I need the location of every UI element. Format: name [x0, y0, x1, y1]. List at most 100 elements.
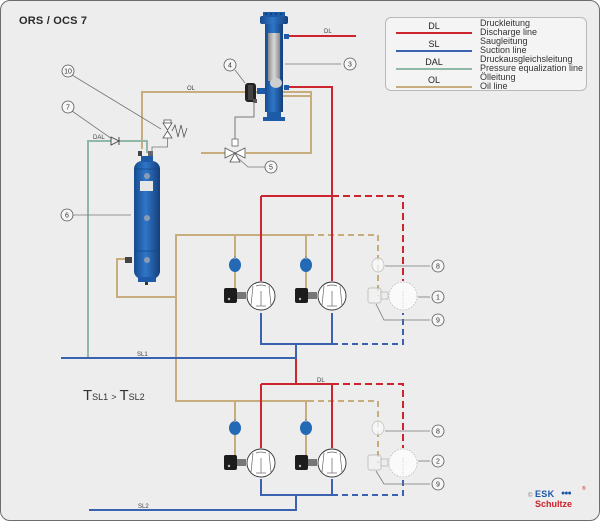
- oil-lines-dashed: [308, 234, 379, 463]
- suction-header-1: [260, 313, 333, 345]
- svg-text:5: 5: [269, 165, 273, 172]
- oil-level-regulator[interactable]: [295, 455, 317, 470]
- callout-10: 10: [61, 64, 75, 78]
- logo-dots-icon: ●●●: [561, 490, 572, 497]
- optional-oil-filter[interactable]: [371, 420, 385, 436]
- callout-2: 2: [431, 454, 445, 468]
- legend-swatch-equalization: [396, 68, 472, 70]
- compressor[interactable]: [246, 281, 276, 311]
- label-sl2: SL2: [138, 504, 149, 510]
- callout-6: 6: [60, 208, 74, 222]
- label-dal: DAL: [93, 135, 105, 141]
- legend-code: OL: [427, 75, 440, 85]
- temp-subscript-1: SL1: [92, 392, 109, 402]
- discharge-lines-dashed: [332, 195, 404, 448]
- pressure-relief-valve[interactable]: [151, 119, 188, 152]
- suction-line-sl1: [61, 344, 297, 359]
- svg-text:6: 6: [65, 213, 69, 220]
- legend-code: SL: [428, 39, 440, 49]
- legend-label-de: Druckleitung: [480, 18, 531, 28]
- oil-filter[interactable]: [300, 419, 312, 435]
- oil-level-regulator[interactable]: [295, 288, 317, 303]
- callout-8-top: 8: [431, 259, 445, 273]
- callout-4: 4: [223, 58, 237, 72]
- optional-oil-level-regulator[interactable]: [367, 287, 389, 304]
- compressor-row-1: [224, 256, 418, 311]
- oil-line-reservoir-outlet: [116, 258, 176, 298]
- oil-reservoir[interactable]: [125, 151, 160, 285]
- copyright-symbol: ©: [528, 493, 533, 499]
- svg-text:8: 8: [436, 429, 440, 436]
- compressor-row-2: [224, 419, 418, 478]
- legend-item-dl: DL Druckleitung Discharge line: [386, 18, 586, 38]
- optional-compressor[interactable]: [388, 448, 418, 478]
- optional-oil-filter[interactable]: [371, 257, 385, 273]
- optional-oil-level-regulator[interactable]: [367, 454, 389, 471]
- esk-schultze-logo: © ESK ●●● ® Schultze: [528, 486, 588, 511]
- label-sl1: SL1: [137, 352, 148, 358]
- legend-label-de: Saugleitung: [480, 36, 528, 46]
- suction-header-2: [260, 479, 333, 496]
- temp-symbol-2: T: [119, 387, 129, 404]
- suction-dashed-2: [332, 479, 404, 496]
- legend-label-en: Suction line: [480, 45, 527, 55]
- svg-text:8: 8: [436, 264, 440, 271]
- oil-level-regulator[interactable]: [224, 455, 246, 470]
- compressor[interactable]: [317, 448, 347, 478]
- logo-esk: ESK: [535, 489, 555, 499]
- callout-9-top: 9: [431, 313, 445, 327]
- discharge-header-top: [288, 86, 333, 196]
- oil-filter[interactable]: [300, 256, 312, 272]
- callout-9-bottom: 9: [431, 477, 445, 491]
- registered-icon: ®: [582, 486, 586, 492]
- legend-item-ol: OL Ölleitung Oil line: [386, 72, 586, 92]
- compressor[interactable]: [246, 448, 276, 478]
- legend-swatch-oil: [396, 86, 472, 88]
- callout-1: 1: [431, 290, 445, 304]
- legend-label-de: Ölleitung: [480, 72, 516, 82]
- legend-item-dal: DAL Druckausgleichsleitung Pressure equa…: [386, 54, 586, 74]
- diagram-title: ORS / OCS 7: [19, 15, 88, 27]
- oil-line-separator-to-valve: [141, 91, 312, 154]
- legend-label-de: Druckausgleichsleitung: [480, 54, 573, 64]
- compressor[interactable]: [317, 281, 347, 311]
- suction-dashed-1: [332, 313, 404, 345]
- legend-label-en: Pressure equalization line: [480, 63, 584, 73]
- svg-text:2: 2: [436, 459, 440, 466]
- label-dl-top: DL: [324, 29, 332, 35]
- oil-filter[interactable]: [229, 419, 241, 435]
- oil-level-regulator[interactable]: [224, 288, 246, 303]
- svg-text:1: 1: [436, 295, 440, 302]
- label-ol-top: OL: [187, 86, 196, 92]
- svg-text:3: 3: [348, 62, 352, 69]
- optional-compressor[interactable]: [388, 281, 418, 311]
- legend: DL Druckleitung Discharge line SL Saugle…: [385, 17, 587, 91]
- svg-text:7: 7: [66, 105, 70, 112]
- svg-text:4: 4: [228, 63, 232, 70]
- three-way-valve[interactable]: [224, 147, 246, 163]
- oil-header-1: [175, 234, 308, 374]
- check-valve[interactable]: [110, 136, 121, 146]
- legend-label-en: Discharge line: [480, 27, 538, 37]
- svg-text:9: 9: [436, 318, 440, 325]
- discharge-dashed-1: [332, 195, 404, 281]
- label-dl-bottom: DL: [317, 378, 325, 384]
- oil-header-2: [175, 374, 308, 402]
- discharge-dashed-2: [332, 383, 404, 448]
- oil-separator[interactable]: [257, 12, 289, 121]
- temp-subscript-2: SL2: [128, 392, 145, 402]
- temperature-note: TSL1>TSL2: [83, 387, 145, 405]
- level-switch[interactable]: [231, 83, 257, 147]
- oil-filter[interactable]: [229, 256, 241, 272]
- callout-5: 5: [264, 160, 278, 174]
- legend-label-en: Oil line: [480, 81, 508, 91]
- suction-lines: [61, 313, 333, 511]
- legend-item-sl: SL Saugleitung Suction line: [386, 36, 586, 56]
- callout-7: 7: [61, 100, 75, 114]
- legend-code: DL: [428, 21, 440, 31]
- greater-than-sign: >: [111, 392, 117, 402]
- callout-leaders: [71, 63, 430, 485]
- suction-line-sl2: [89, 495, 297, 511]
